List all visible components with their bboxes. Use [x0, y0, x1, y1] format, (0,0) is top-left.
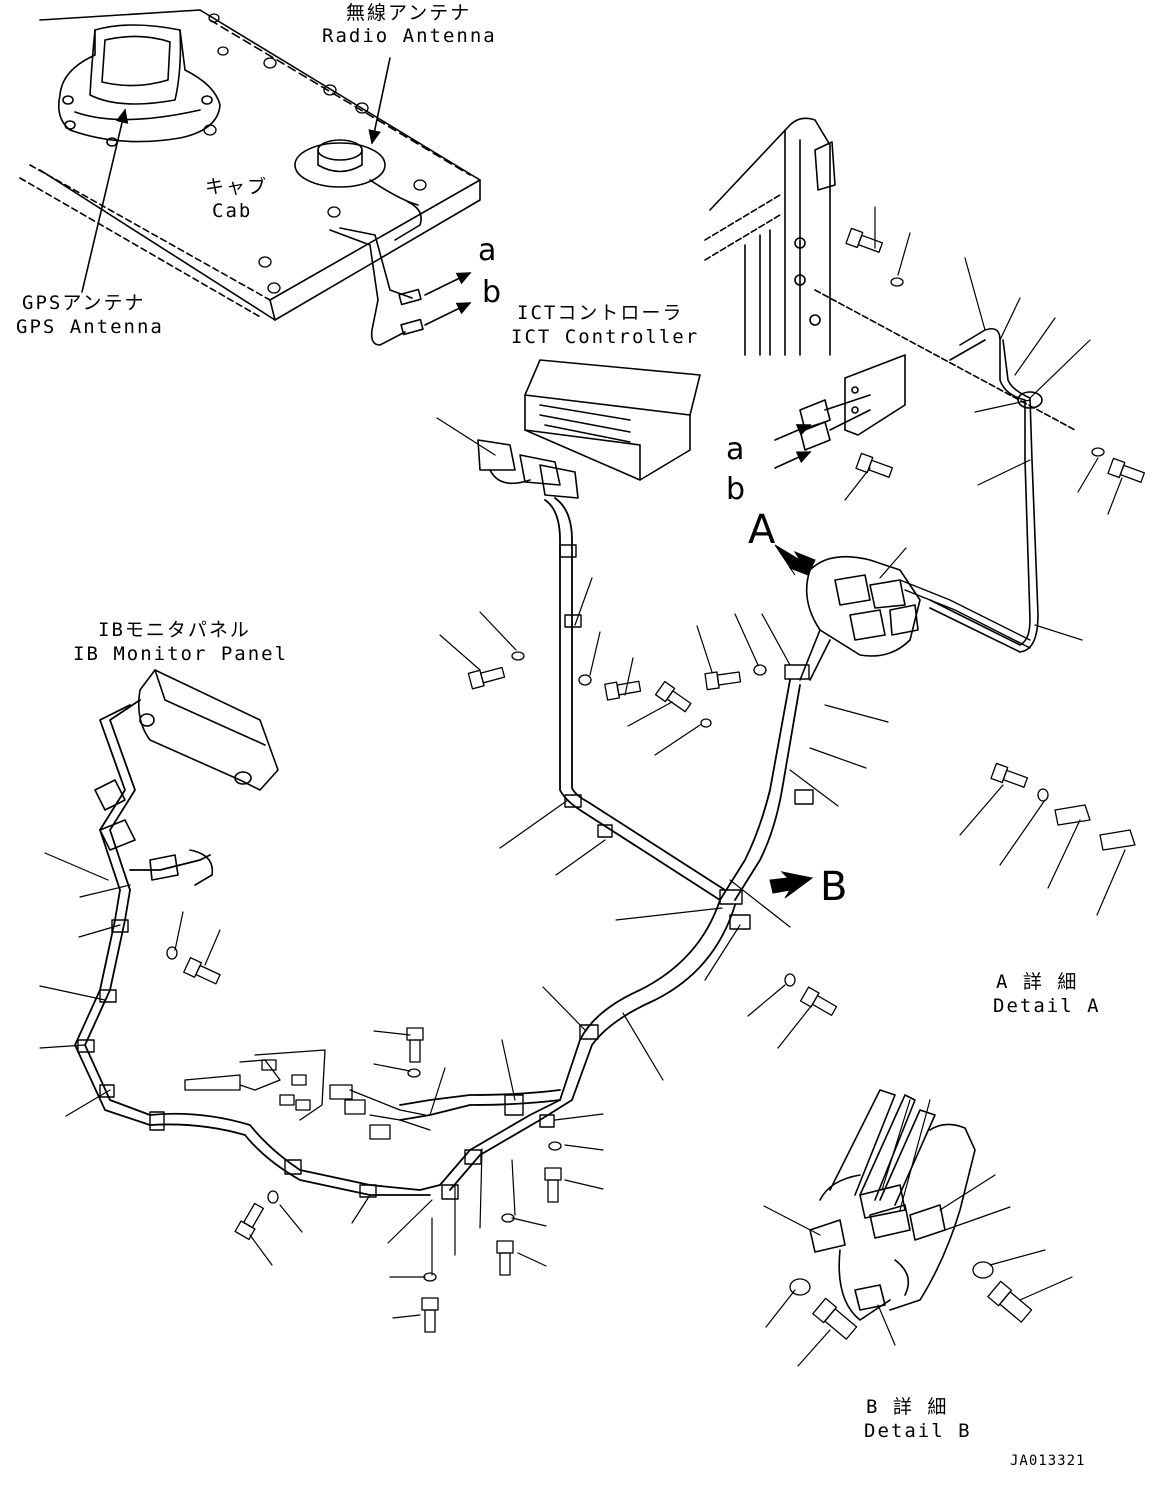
- controller-connectors: [477, 439, 579, 499]
- cab-frame: [704, 117, 1076, 431]
- detail-a-label-jp: A 詳 細: [996, 971, 1079, 993]
- fasteners: [166, 227, 1146, 1340]
- bracket-plate: [844, 354, 906, 436]
- callout-b-mid: b: [726, 472, 746, 507]
- detail-b-label-en: Detail B: [864, 1420, 972, 1442]
- antenna-cables: [329, 201, 472, 346]
- cab-label-en: Cab: [212, 200, 253, 222]
- radio-antenna-label-jp: 無線アンテナ: [346, 2, 472, 24]
- gps-antenna-shape: [57, 24, 221, 147]
- monitor-panel-label-jp: IBモニタパネル: [98, 619, 251, 641]
- view-b-arrow: [769, 871, 814, 899]
- ict-controller-shape: [524, 359, 701, 481]
- harness-clamps: [77, 544, 814, 1200]
- drawing-code: JA013321: [1010, 1453, 1086, 1469]
- detail-b-label-jp: B 詳 細: [866, 1396, 949, 1418]
- gps-antenna-label-en: GPS Antenna: [16, 316, 164, 338]
- detail-a-cluster: [799, 555, 1031, 681]
- gps-antenna-label-jp: GPSアンテナ: [22, 292, 146, 314]
- leader-lines: [39, 206, 1126, 1367]
- ict-controller-label-jp: ICTコントローラ: [517, 302, 684, 324]
- callout-b-top: b: [482, 275, 502, 310]
- monitor-panel-shape: [94, 669, 279, 886]
- radio-antenna-shape: [294, 139, 419, 206]
- callout-a-mid: a: [726, 432, 745, 467]
- centre-connector-bundle: [184, 1049, 431, 1140]
- detail-a-label-en: Detail A: [993, 995, 1101, 1017]
- cab-label-jp: キャブ: [205, 176, 269, 198]
- ab-connectors: [774, 394, 871, 469]
- detail-b-shape: [809, 1089, 976, 1321]
- view-b-letter: B: [820, 864, 848, 910]
- frame-cable: [929, 327, 1043, 653]
- callout-a-top: a: [478, 233, 497, 268]
- monitor-panel-label-en: IB Monitor Panel: [73, 643, 289, 665]
- radio-antenna-label-en: Radio Antenna: [322, 25, 497, 47]
- cab-roof-panel: [19, 9, 481, 321]
- ict-controller-label-en: ICT Controller: [511, 326, 700, 348]
- view-a-letter: A: [748, 507, 776, 553]
- view-a-arrow: [774, 544, 816, 576]
